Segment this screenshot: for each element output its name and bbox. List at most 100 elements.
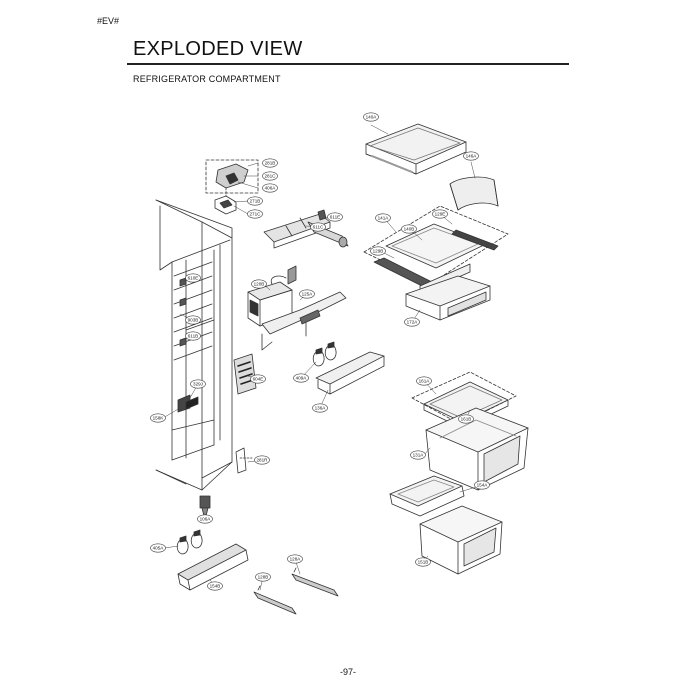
callout-146a: 146A [463, 151, 479, 161]
page-number: -97- [340, 667, 357, 677]
callout-label: 140B [404, 227, 415, 232]
callout-129e: 129E [432, 209, 448, 219]
light-housing [263, 209, 349, 249]
callout-bubble [363, 112, 379, 122]
callout-bubble [370, 246, 386, 256]
callout-bubble [458, 414, 474, 424]
callout-128a: 128A [287, 554, 303, 564]
callout-label: 610E [188, 276, 199, 281]
shelf-assembly [363, 205, 509, 295]
callout-172a: 172A [404, 317, 420, 327]
callout-bubble [404, 317, 420, 327]
callout-label: 611E [330, 215, 340, 220]
callout-106a: 106A [197, 514, 213, 524]
callout-154a: 154A [474, 480, 490, 490]
top-shelf [365, 123, 467, 175]
callout-label: 329J [193, 382, 203, 387]
callout-903b: 903B [185, 315, 201, 325]
shelf-rail-mid [315, 351, 385, 395]
callout-label: 136A [315, 406, 327, 411]
callout-136a: 136A [312, 403, 328, 413]
callout-label: 409A [296, 376, 308, 381]
callout-label: 128A [290, 557, 302, 562]
callout-bubble [416, 376, 432, 386]
callout-bubble [247, 209, 263, 219]
bulbs-mid [312, 341, 337, 367]
callout-label: 271C [250, 212, 262, 217]
callout-604e: 604E [250, 374, 266, 384]
callout-141a: 141A [375, 213, 391, 223]
callout-label: 903B [188, 318, 199, 323]
callout-label: 120B [254, 282, 265, 287]
callout-bubble [190, 379, 206, 389]
callout-281b: 281B [262, 158, 278, 168]
callout-140a: 140A [363, 112, 379, 122]
callout-label: 128B [258, 575, 269, 580]
callout-label: 106A [200, 517, 212, 522]
callout-329j: 329J [190, 379, 206, 389]
callout-611c: 611C [310, 222, 326, 232]
callout-label: 405A [153, 546, 165, 551]
callout-bubble [415, 557, 431, 567]
callout-bubble [150, 543, 166, 553]
callout-bubble [287, 554, 303, 564]
page-title: EXPLODED VIEW [133, 38, 303, 60]
callout-bubble [150, 413, 166, 423]
callout-label: 154A [477, 483, 489, 488]
callout-label: 161B [461, 417, 472, 422]
callout-125a: 125A [299, 289, 315, 299]
callout-bubble [207, 581, 223, 591]
crisper-drawer [425, 407, 529, 491]
crisper-tray [405, 275, 491, 321]
callout-label: 140A [366, 115, 378, 120]
pantry-drawer [419, 505, 503, 575]
callout-label: 154B [210, 584, 221, 589]
hinge-bracket-group [205, 159, 259, 215]
callout-bubble [185, 315, 201, 325]
callout-271b: 271B [247, 196, 263, 206]
callout-label: 172A [407, 320, 419, 325]
callout-bubble [299, 289, 315, 299]
callout-128b: 128B [255, 572, 271, 582]
callout-label: 406A [265, 186, 277, 191]
callout-bubble [185, 331, 201, 341]
callout-271c: 271C [247, 209, 263, 219]
callout-label: 281C [265, 174, 277, 179]
callout-bubble [262, 183, 278, 193]
callout-label: 158K [153, 416, 165, 421]
callout-label: 281R [257, 458, 269, 463]
callout-bubble [375, 213, 391, 223]
callout-label: 141A [378, 216, 390, 221]
callout-label: 271B [250, 199, 261, 204]
callout-158k: 158K [150, 413, 166, 423]
callout-label: 161A [419, 379, 431, 384]
callout-281c: 281C [262, 171, 278, 181]
small-tray [389, 475, 465, 517]
callout-154b: 154B [207, 581, 223, 591]
cabinet-drawing [155, 199, 253, 491]
shelf-cover [449, 176, 499, 211]
callout-label: 611C [313, 225, 324, 230]
crisper-cover [411, 371, 517, 429]
callout-label: 129B [373, 249, 384, 254]
callout-610e: 610E [185, 273, 201, 283]
callout-label: 604E [253, 377, 264, 382]
callout-409a: 409A [293, 373, 309, 383]
callout-label: 611B [188, 334, 198, 339]
callout-611e: 611E [327, 212, 343, 222]
callout-bubble [463, 151, 479, 161]
callout-label: 125A [302, 292, 314, 297]
callout-label: 281B [265, 161, 276, 166]
control-box [247, 265, 347, 351]
callout-bubble [262, 171, 278, 181]
callout-161b: 161B [458, 414, 474, 424]
bottom-parts [176, 495, 339, 615]
callout-bubble [327, 212, 343, 222]
callout-bubble [312, 403, 328, 413]
callout-bubble [250, 374, 266, 384]
callout-161a: 161A [416, 376, 432, 386]
callout-label: 131A [413, 453, 425, 458]
callout-129b: 129B [370, 246, 386, 256]
section-tag: #EV# [97, 16, 120, 26]
title-rule [127, 63, 569, 65]
